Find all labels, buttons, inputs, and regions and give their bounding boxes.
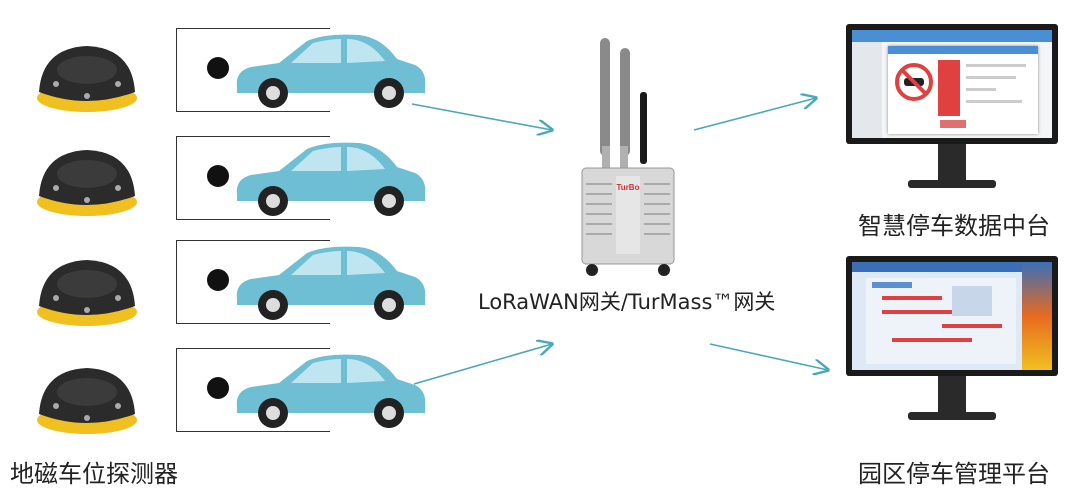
geomagnetic-sensor-2 — [37, 150, 137, 216]
arrow-bay1-to-gateway — [411, 103, 552, 130]
parking-bay-3 — [176, 240, 426, 324]
antenna-icon — [600, 38, 610, 156]
geomagnetic-sensor-1 — [37, 46, 137, 112]
car-icon — [236, 246, 426, 320]
geomagnetic-sensor-4 — [37, 368, 137, 434]
parking-bay-2 — [176, 136, 426, 220]
sensor-dot — [207, 269, 229, 291]
sensor-dot — [207, 377, 229, 399]
arrow-bay4-to-gateway — [413, 344, 552, 385]
arrow-gateway-to-management-platform — [709, 343, 828, 370]
sensor-dot — [207, 165, 229, 187]
data-platform-monitor — [846, 24, 1058, 192]
antenna-icon — [640, 92, 647, 164]
parking-bay-4 — [176, 348, 426, 432]
management-platform-label: 园区停车管理平台 — [858, 460, 1050, 488]
car-icon — [236, 142, 426, 216]
gateway-device: TurBo — [581, 38, 675, 276]
arrow-gateway-to-data-platform — [693, 98, 816, 131]
data-platform-label: 智慧停车数据中台 — [858, 212, 1050, 240]
antenna-icon — [620, 48, 630, 156]
geomagnetic-sensor-3 — [37, 260, 137, 326]
gateway-brand: TurBo — [617, 183, 640, 192]
sensor-label: 地磁车位探测器 — [10, 460, 178, 488]
car-icon — [236, 354, 426, 428]
sensor-dot — [207, 57, 229, 79]
car-icon — [236, 34, 426, 108]
management-platform-monitor — [846, 256, 1058, 424]
no-parking-icon — [895, 63, 933, 101]
parking-bay-1 — [176, 28, 426, 112]
gateway-label: LoRaWAN网关/TurMass™网关 — [478, 290, 776, 314]
